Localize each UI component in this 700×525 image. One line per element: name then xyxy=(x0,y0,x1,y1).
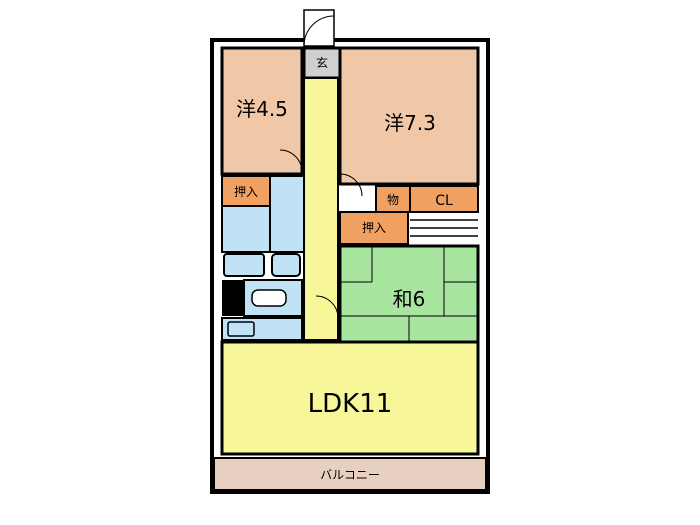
room-label-closet-a: 押入 xyxy=(234,185,258,199)
balcony xyxy=(213,457,487,491)
room-label-western-b: 洋7.3 xyxy=(384,111,436,135)
tatami-lines xyxy=(340,246,478,350)
pipe-shaft xyxy=(222,280,244,316)
laundry xyxy=(271,253,301,277)
entrance-door xyxy=(303,9,335,47)
room-label-japanese: 和6 xyxy=(393,287,426,311)
room-label-western-a: 洋4.5 xyxy=(236,97,288,121)
toilet xyxy=(251,289,287,307)
stove xyxy=(227,321,255,337)
room-label-entrance: 玄 xyxy=(316,55,328,70)
bath-tub xyxy=(223,253,265,277)
room-label-balcony: バルコニー xyxy=(320,468,380,482)
room-label-ldk: LDK11 xyxy=(308,389,393,419)
bath-area xyxy=(269,175,305,253)
door-swing-icon xyxy=(315,295,339,319)
cl-box xyxy=(409,185,479,213)
wash-area xyxy=(221,205,271,253)
door-swing-icon xyxy=(279,149,303,173)
room-western-b xyxy=(338,46,480,186)
room-label-closet-b: 押入 xyxy=(362,221,386,235)
door-swing-icon xyxy=(303,15,335,47)
entrance-area xyxy=(302,46,342,80)
corridor xyxy=(303,77,339,341)
room-western-a xyxy=(220,46,304,176)
door-swing-icon xyxy=(339,173,363,197)
closet-b xyxy=(339,211,409,245)
closet-a xyxy=(221,175,271,207)
shelf-lines xyxy=(410,219,478,237)
room-ldk xyxy=(220,340,480,456)
room-label-cl: CL xyxy=(435,193,453,209)
room-label-storage: 物 xyxy=(387,193,399,207)
